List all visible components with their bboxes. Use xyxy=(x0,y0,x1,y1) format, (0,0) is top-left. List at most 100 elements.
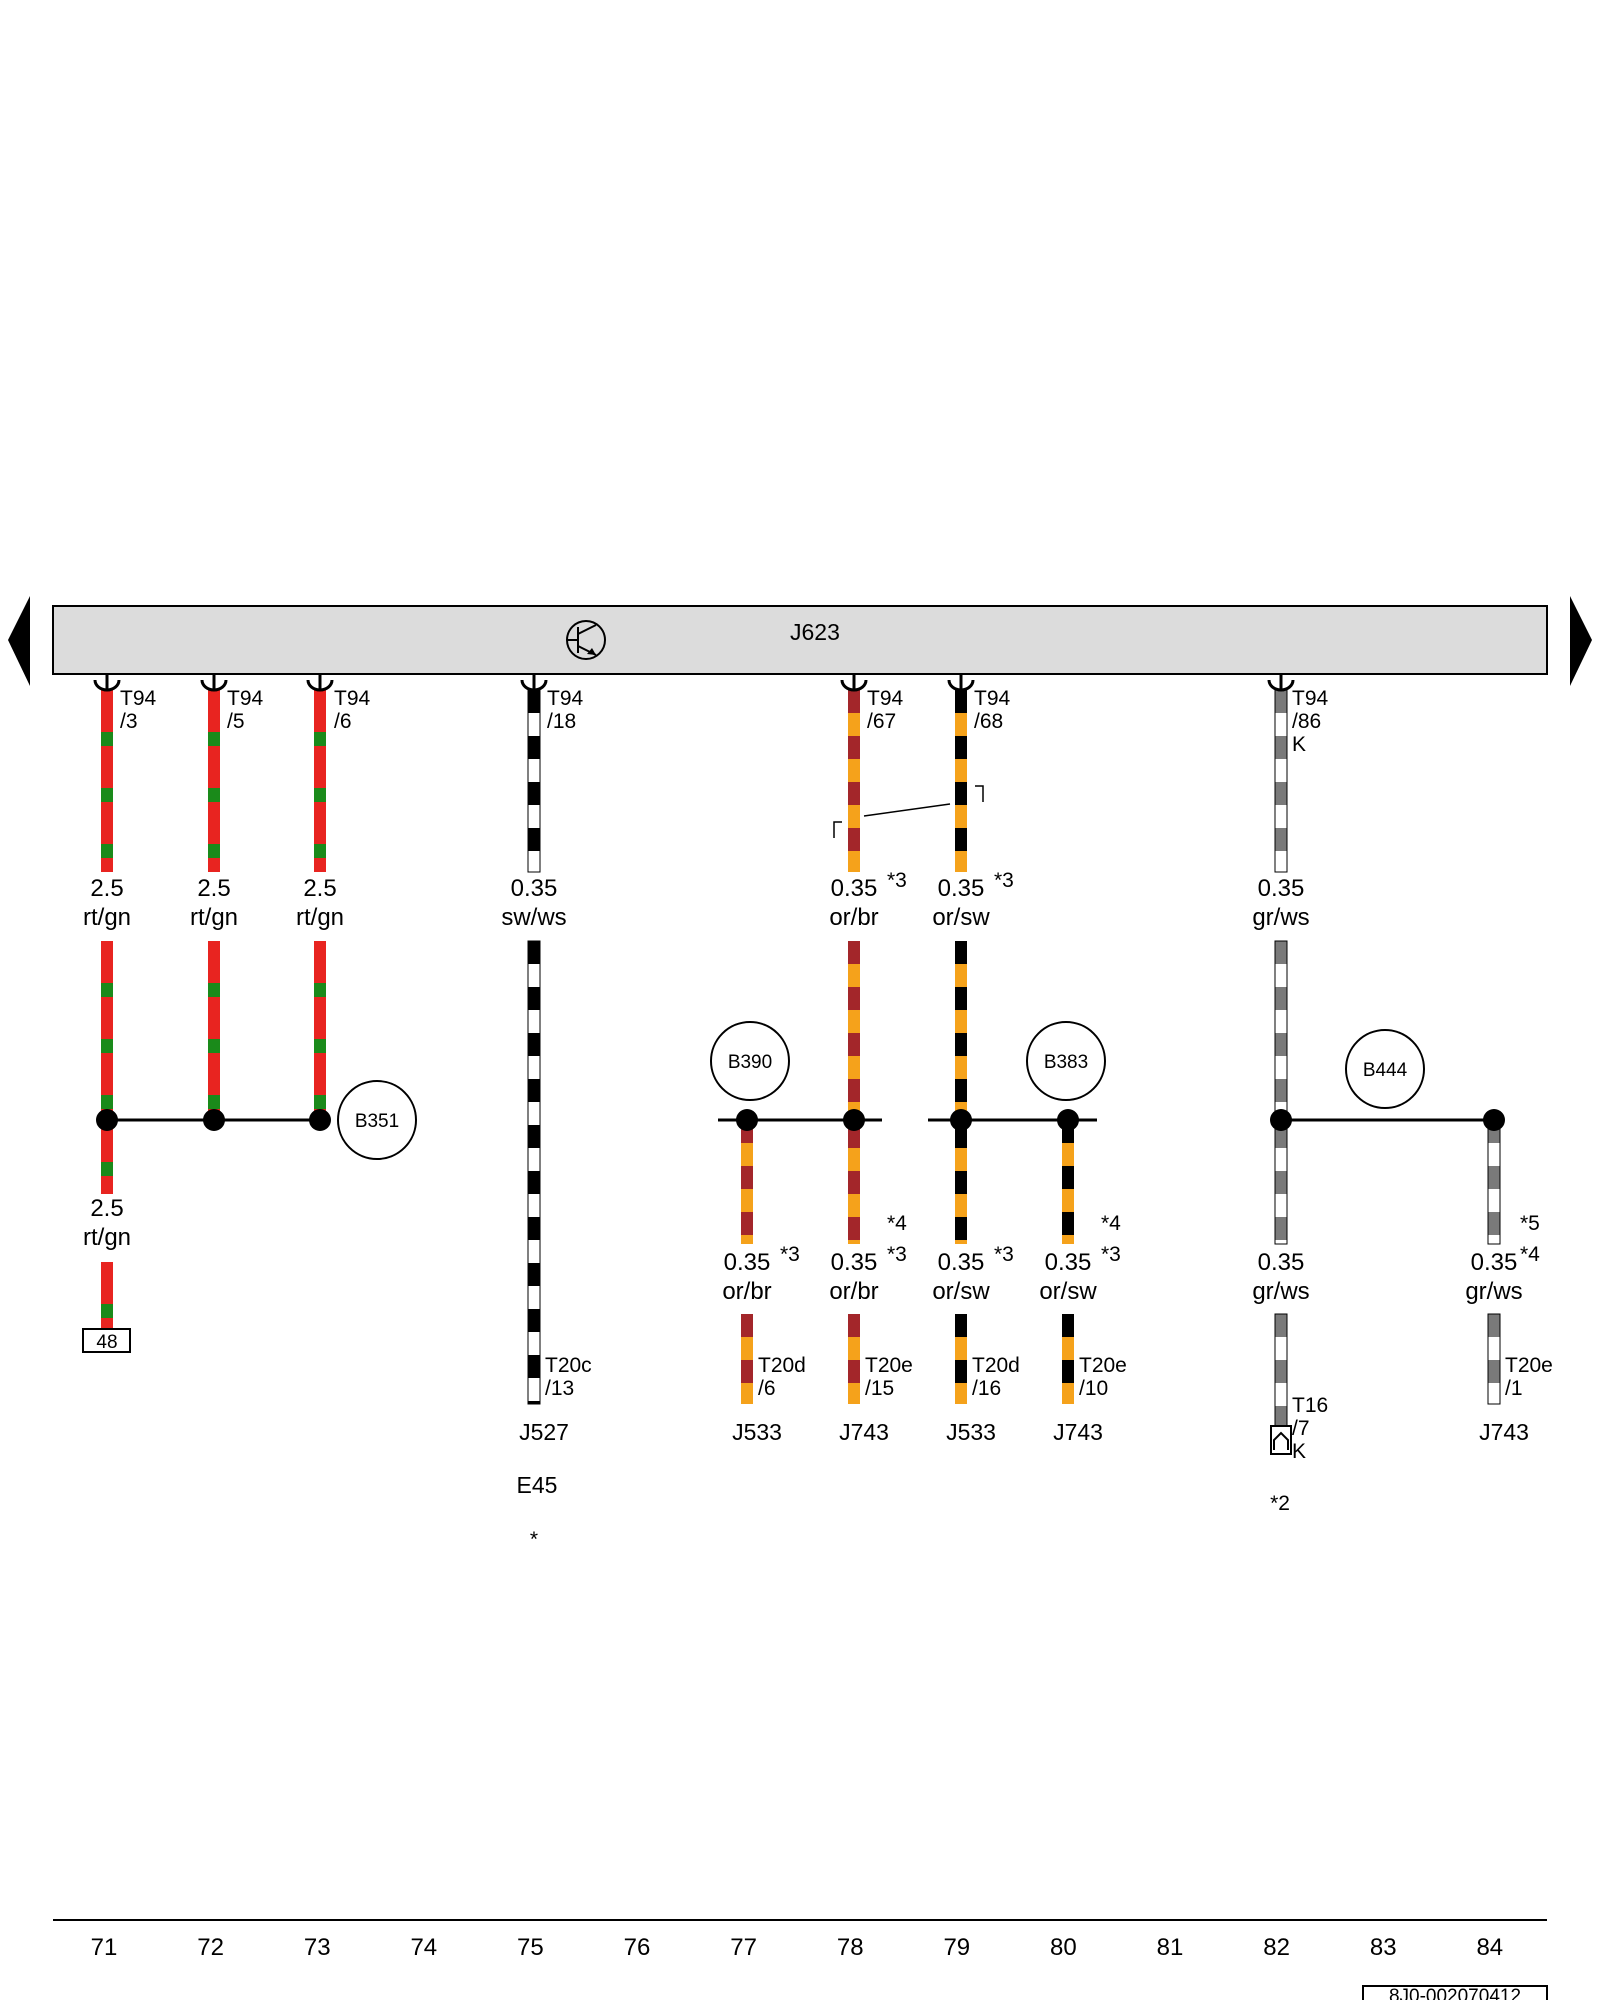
svg-text:48: 48 xyxy=(96,1332,117,1353)
footnote-mark: *4 xyxy=(1101,1212,1121,1235)
svg-text:/86: /86 xyxy=(1292,710,1321,733)
wire-color-label: gr/ws xyxy=(1252,1278,1309,1305)
pin-connector-icon xyxy=(520,674,548,692)
svg-text:T20d: T20d xyxy=(758,1354,806,1377)
wire-segment xyxy=(1274,940,1288,1245)
splice-b383: B383 xyxy=(1026,1021,1106,1101)
svg-text:/10: /10 xyxy=(1079,1377,1108,1400)
component-label[interactable]: J533 xyxy=(732,1419,782,1445)
track-number: 76 xyxy=(624,1934,651,1961)
wire-size-label: 0.35 xyxy=(831,1249,878,1276)
connector-label: T20e/1 xyxy=(1505,1354,1553,1400)
wire-size-label: 0.35 xyxy=(938,1249,985,1276)
svg-text:T20e: T20e xyxy=(1505,1354,1553,1377)
pin-label: T94/67 xyxy=(867,687,904,733)
wire-color-label: gr/ws xyxy=(1465,1278,1522,1305)
wire-outline xyxy=(1274,940,1288,1245)
footnote-mark: *4 xyxy=(887,1212,907,1235)
wire-segment xyxy=(1274,1313,1288,1427)
svg-text:T94: T94 xyxy=(120,687,157,710)
wire-size-label: 0.35 xyxy=(831,875,878,902)
twisted-pair-marker xyxy=(833,785,984,838)
wire-color-label: or/sw xyxy=(932,904,990,931)
wire-size-label: 0.35 xyxy=(511,875,558,902)
svg-text:K: K xyxy=(1292,1440,1306,1463)
component-label[interactable]: J743 xyxy=(1479,1419,1529,1445)
pin-connector-icon xyxy=(200,674,228,692)
svg-text:/67: /67 xyxy=(867,710,896,733)
track-number: 80 xyxy=(1050,1934,1077,1961)
svg-text:/1: /1 xyxy=(1505,1377,1523,1400)
wire-color-label: rt/gn xyxy=(83,904,131,931)
page-next-arrow[interactable] xyxy=(1570,596,1592,686)
wire-size-label: 0.35 xyxy=(1258,875,1305,902)
footnote-mark: *3 xyxy=(887,1243,907,1266)
pin-connector-icon xyxy=(947,674,975,692)
track-number: 71 xyxy=(91,1934,118,1961)
component-label[interactable]: J533 xyxy=(946,1419,996,1445)
connector-label: T20d/16 xyxy=(972,1354,1020,1400)
junction-dot xyxy=(96,1109,118,1131)
pin-label: T94/86K xyxy=(1292,687,1329,756)
svg-text:T94: T94 xyxy=(974,687,1011,710)
wire-segment xyxy=(1487,1313,1501,1405)
footnote-mark: *3 xyxy=(994,869,1014,892)
svg-text:T94: T94 xyxy=(547,687,584,710)
reference-box[interactable]: 48 xyxy=(82,1328,131,1353)
svg-text:T94: T94 xyxy=(334,687,371,710)
document-id-box: 8J0-002070412 xyxy=(1362,1985,1548,2000)
wire-size-label: 0.35 xyxy=(1258,1249,1305,1276)
wire-color-label: or/br xyxy=(722,1278,771,1305)
wire-outline xyxy=(527,940,541,1405)
pin-connector-icon xyxy=(93,674,121,692)
junction-dot xyxy=(843,1109,865,1131)
svg-text:/68: /68 xyxy=(974,710,1003,733)
svg-text:B390: B390 xyxy=(728,1052,772,1073)
junction-dot xyxy=(1483,1109,1505,1131)
svg-text:/15: /15 xyxy=(865,1377,894,1400)
control-unit-bar xyxy=(52,605,1548,675)
junction-dot xyxy=(736,1109,758,1131)
component-label[interactable]: J743 xyxy=(1053,1419,1103,1445)
wire-size-label: 2.5 xyxy=(90,875,123,902)
svg-text:/3: /3 xyxy=(120,710,138,733)
wire-outline xyxy=(1487,1313,1501,1405)
wire-color-label: sw/ws xyxy=(501,904,566,931)
footnote-mark: *3 xyxy=(780,1243,800,1266)
footnote-mark: *4 xyxy=(1520,1243,1540,1266)
connector-label: T20e/15 xyxy=(865,1354,913,1400)
component-label[interactable]: E45 xyxy=(517,1472,558,1498)
junction-dot xyxy=(1057,1109,1079,1131)
splice-b444: B444 xyxy=(1345,1029,1425,1109)
footnote-star2: *2 xyxy=(1270,1492,1290,1515)
track-number: 72 xyxy=(197,1934,224,1961)
component-label[interactable]: J527 xyxy=(519,1419,569,1445)
wire-size-label: 0.35 xyxy=(1471,1249,1518,1276)
svg-text:/5: /5 xyxy=(227,710,245,733)
pin-connector-icon xyxy=(840,674,868,692)
track-number: 84 xyxy=(1476,1934,1503,1961)
wire-size-label: 0.35 xyxy=(938,875,985,902)
control-unit-label: J623 xyxy=(790,619,840,645)
wire-color-label: or/br xyxy=(829,904,878,931)
track-number: 75 xyxy=(517,1934,544,1961)
svg-text:/7: /7 xyxy=(1292,1417,1310,1440)
wire-segment xyxy=(1274,689,1288,873)
wire-size-label: 0.35 xyxy=(1045,1249,1092,1276)
junction-dot xyxy=(309,1109,331,1131)
footnote-mark: *3 xyxy=(994,1243,1014,1266)
svg-text:8J0-002070412: 8J0-002070412 xyxy=(1389,1986,1521,2000)
track-number: 77 xyxy=(730,1934,757,1961)
pin-connector-icon xyxy=(306,674,334,692)
page-prev-arrow[interactable] xyxy=(8,596,30,686)
wire-color-label: rt/gn xyxy=(190,904,238,931)
wire-color-label: or/br xyxy=(829,1278,878,1305)
component-label[interactable]: J743 xyxy=(839,1419,889,1445)
svg-text:T94: T94 xyxy=(1292,687,1329,710)
transistor-icon xyxy=(566,620,606,660)
svg-text:K: K xyxy=(1292,733,1306,756)
svg-text:T20c: T20c xyxy=(545,1354,592,1377)
connector-label: T16/7K xyxy=(1292,1394,1328,1463)
footnote-mark: *3 xyxy=(1101,1243,1121,1266)
wire-color-label: or/sw xyxy=(932,1278,990,1305)
